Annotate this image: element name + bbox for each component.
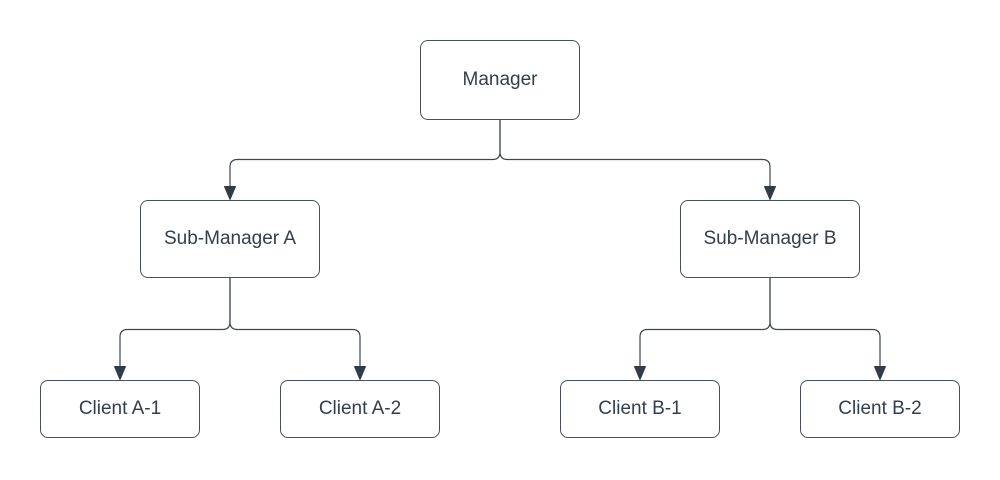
node-client-a1: Client A-1 (40, 380, 200, 438)
node-client-b1: Client B-1 (560, 380, 720, 438)
node-sub-manager-a: Sub-Manager A (140, 200, 320, 278)
edge-manager-to-sub-manager-a (224, 120, 501, 200)
node-client-a1-label: Client A-1 (78, 397, 162, 419)
edge-sub-manager-b-to-client-b1 (634, 278, 771, 380)
node-manager: Manager (420, 40, 580, 120)
node-client-b2: Client B-2 (800, 380, 960, 438)
arrowhead-down-icon (114, 366, 126, 380)
arrowhead-down-icon (764, 186, 776, 200)
arrowhead-down-icon (874, 366, 886, 380)
node-sub-manager-b: Sub-Manager B (680, 200, 860, 278)
arrowhead-down-icon (224, 186, 236, 200)
node-client-a2: Client A-2 (280, 380, 440, 438)
arrowhead-down-icon (354, 366, 366, 380)
node-sub-manager-b-label: Sub-Manager B (703, 227, 837, 249)
node-client-a2-label: Client A-2 (318, 397, 402, 419)
node-client-b1-label: Client B-1 (598, 397, 682, 419)
node-manager-label: Manager (462, 68, 538, 90)
arrowhead-down-icon (634, 366, 646, 380)
edge-sub-manager-a-to-client-a1 (114, 278, 231, 380)
node-client-b2-label: Client B-2 (838, 397, 922, 419)
edge-manager-to-sub-manager-b (499, 120, 776, 200)
edge-sub-manager-a-to-client-a2 (229, 278, 366, 380)
node-sub-manager-a-label: Sub-Manager A (163, 227, 297, 249)
edge-sub-manager-b-to-client-b2 (769, 278, 886, 380)
